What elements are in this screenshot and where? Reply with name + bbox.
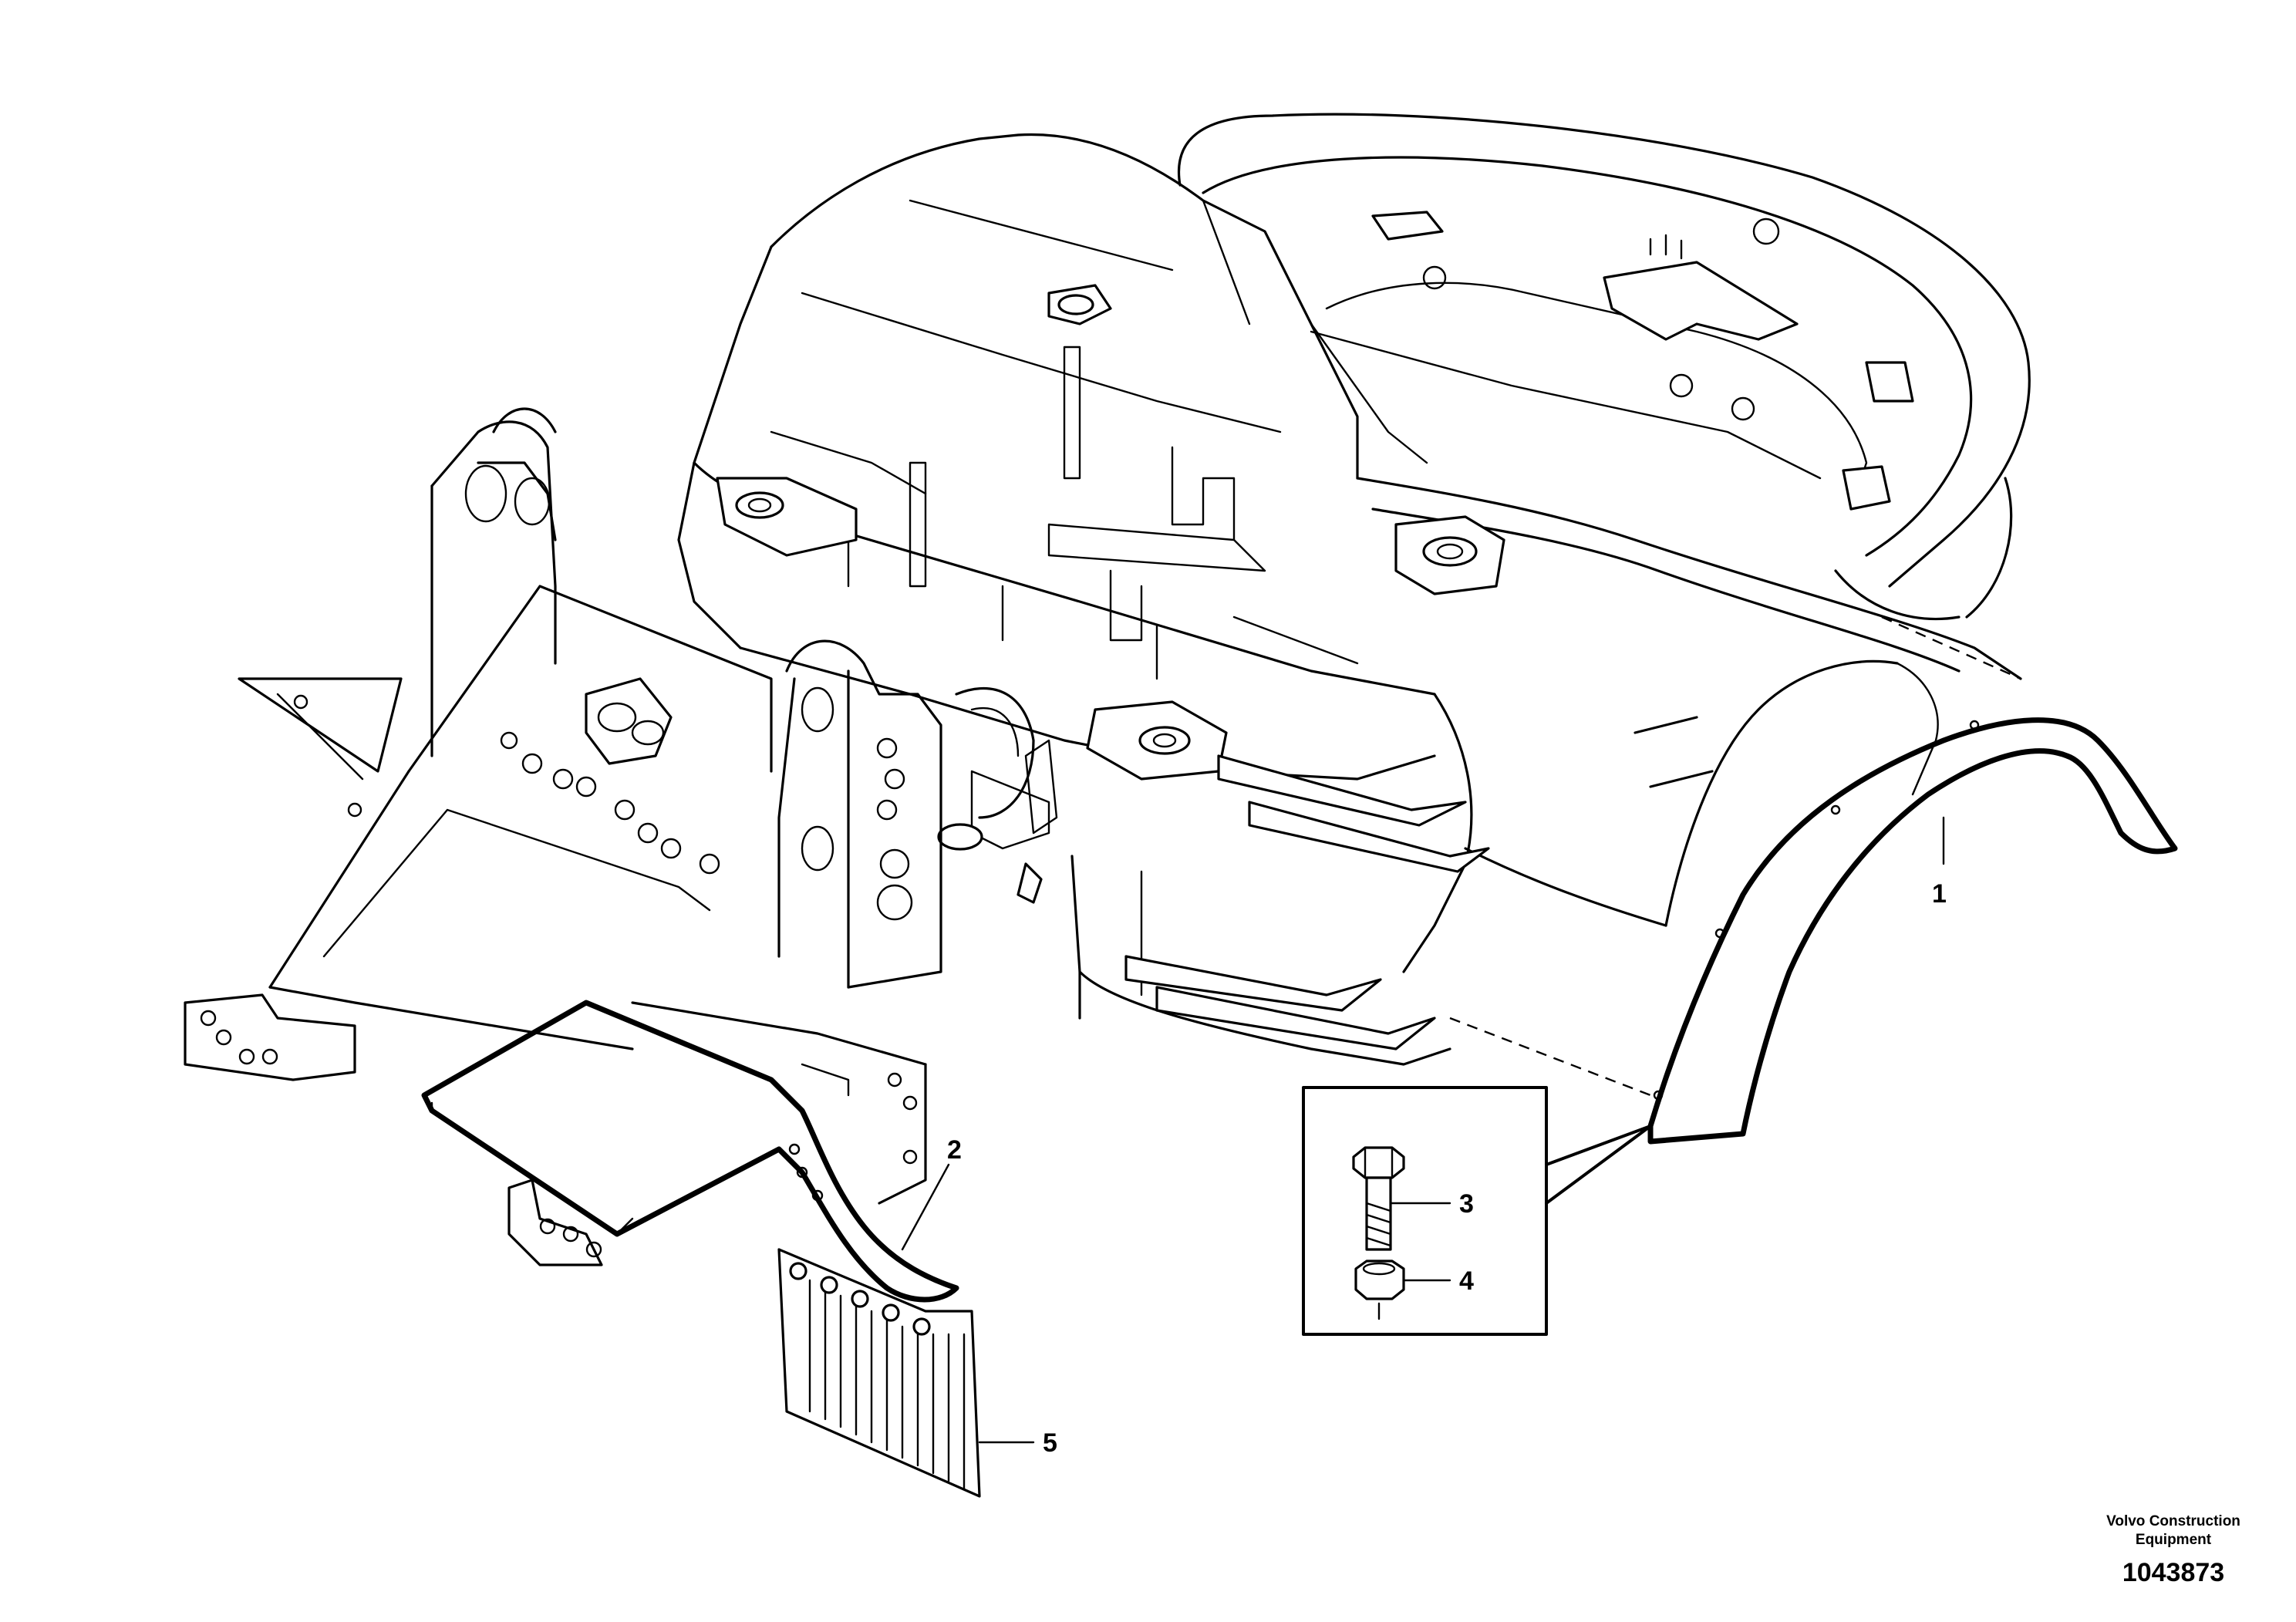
callout-1: 1 bbox=[1932, 879, 1947, 909]
rear-fender bbox=[1647, 717, 2178, 1145]
document-number: 1043873 bbox=[2122, 1558, 2224, 1587]
callout-2: 2 bbox=[947, 1135, 962, 1165]
assembly-line-lower bbox=[1449, 1017, 1651, 1097]
hardware-detail-box bbox=[1302, 1086, 1652, 1336]
assembly-line-upper bbox=[1881, 615, 2021, 680]
brand-line-2: Equipment bbox=[2136, 1532, 2212, 1548]
front-mudguard bbox=[421, 1000, 959, 1303]
leader-lines bbox=[901, 816, 1945, 1444]
bolt-icon bbox=[1352, 1146, 1405, 1251]
upper-frame bbox=[677, 113, 2031, 1066]
callout-3: 3 bbox=[1459, 1189, 1474, 1219]
brand-line-1: Volvo Construction bbox=[2106, 1513, 2240, 1529]
callout-5: 5 bbox=[1043, 1428, 1057, 1458]
leader-2 bbox=[901, 1163, 950, 1251]
callout-4: 4 bbox=[1459, 1266, 1474, 1296]
front-frame bbox=[184, 407, 942, 1266]
mud-flap bbox=[777, 1248, 981, 1498]
nut-icon bbox=[1354, 1259, 1405, 1320]
